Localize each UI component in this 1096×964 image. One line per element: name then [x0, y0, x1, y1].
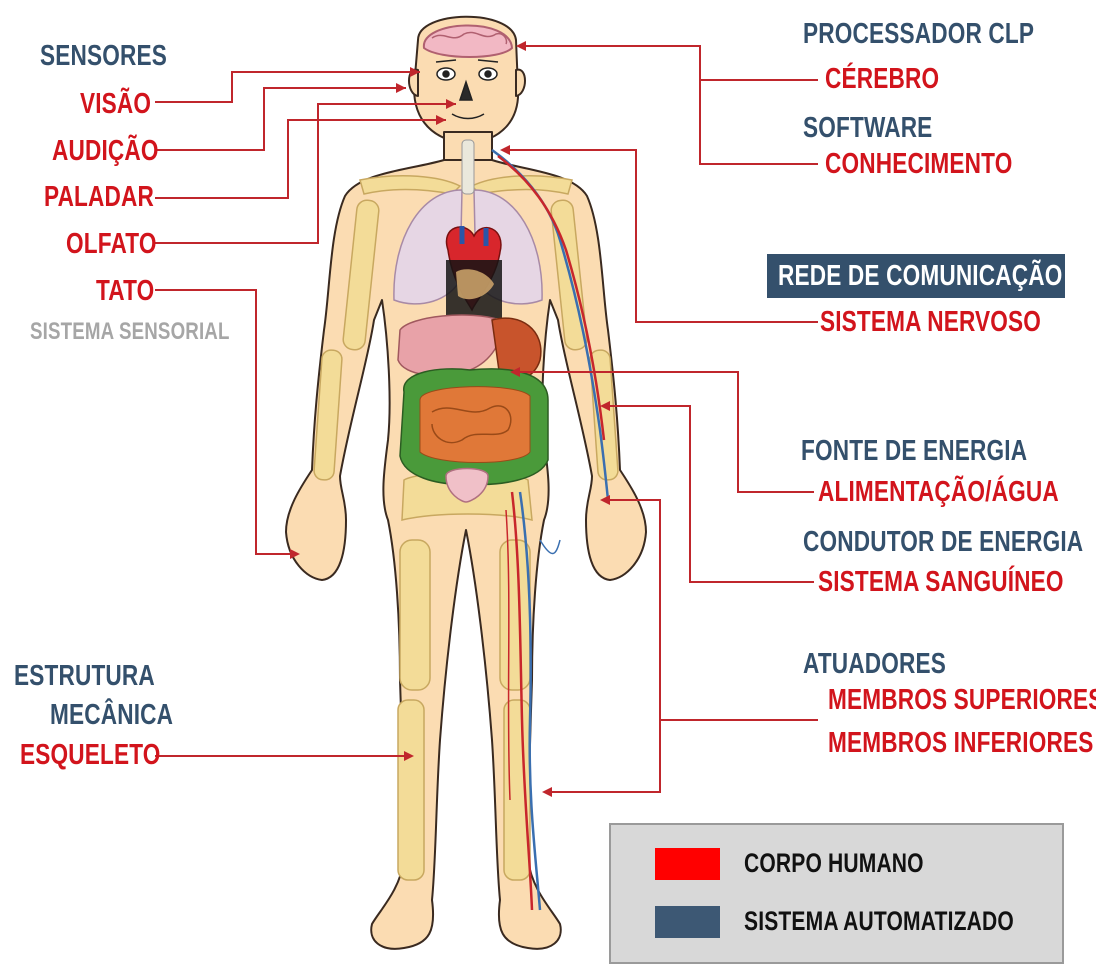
- label-tato: TATO: [96, 277, 154, 306]
- legend-label-corpo-humano: CORPO HUMANO: [744, 850, 924, 877]
- label-conhecimento: CONHECIMENTO: [825, 150, 1012, 179]
- label-atuadores: ATUADORES: [803, 650, 946, 679]
- label-membros-inferiores: MEMBROS INFERIORES: [828, 729, 1093, 758]
- label-sistema-sanguineo: SISTEMA SANGUÍNEO: [818, 568, 1064, 597]
- heart: [446, 226, 502, 318]
- label-mecanica: MECÂNICA: [50, 701, 173, 730]
- legend-swatch-corpo-humano: [655, 848, 720, 880]
- label-alimentacao: ALIMENTAÇÃO/ÁGUA: [818, 478, 1059, 507]
- label-olfato: OLFATO: [66, 230, 157, 259]
- label-audicao: AUDIÇÃO: [52, 137, 159, 166]
- label-visao: VISÃO: [80, 90, 151, 119]
- legend-label-sistema-automatizado: SISTEMA AUTOMATIZADO: [744, 908, 1014, 935]
- legend: [609, 823, 1064, 964]
- label-sistema-sensorial: SISTEMA SENSORIAL: [30, 320, 230, 344]
- label-condutor-energia: CONDUTOR DE ENERGIA: [803, 528, 1083, 557]
- legend-swatch-sistema-automatizado: [655, 906, 720, 938]
- label-processador: PROCESSADOR CLP: [803, 20, 1034, 49]
- label-fonte-energia: FONTE DE ENERGIA: [801, 437, 1027, 466]
- label-sistema-nervoso: SISTEMA NERVOSO: [820, 308, 1041, 337]
- label-esqueleto: ESQUELETO: [20, 741, 161, 770]
- label-rede-comunicacao: REDE DE COMUNICAÇÃO: [778, 262, 1062, 291]
- label-software: SOFTWARE: [803, 114, 932, 143]
- label-estrutura: ESTRUTURA: [14, 662, 155, 691]
- label-paladar: PALADAR: [44, 183, 154, 212]
- label-sensores: SENSORES: [40, 42, 167, 71]
- label-cerebro: CÉREBRO: [825, 65, 939, 94]
- label-membros-superiores: MEMBROS SUPERIORES: [828, 686, 1096, 715]
- trachea: [462, 140, 474, 194]
